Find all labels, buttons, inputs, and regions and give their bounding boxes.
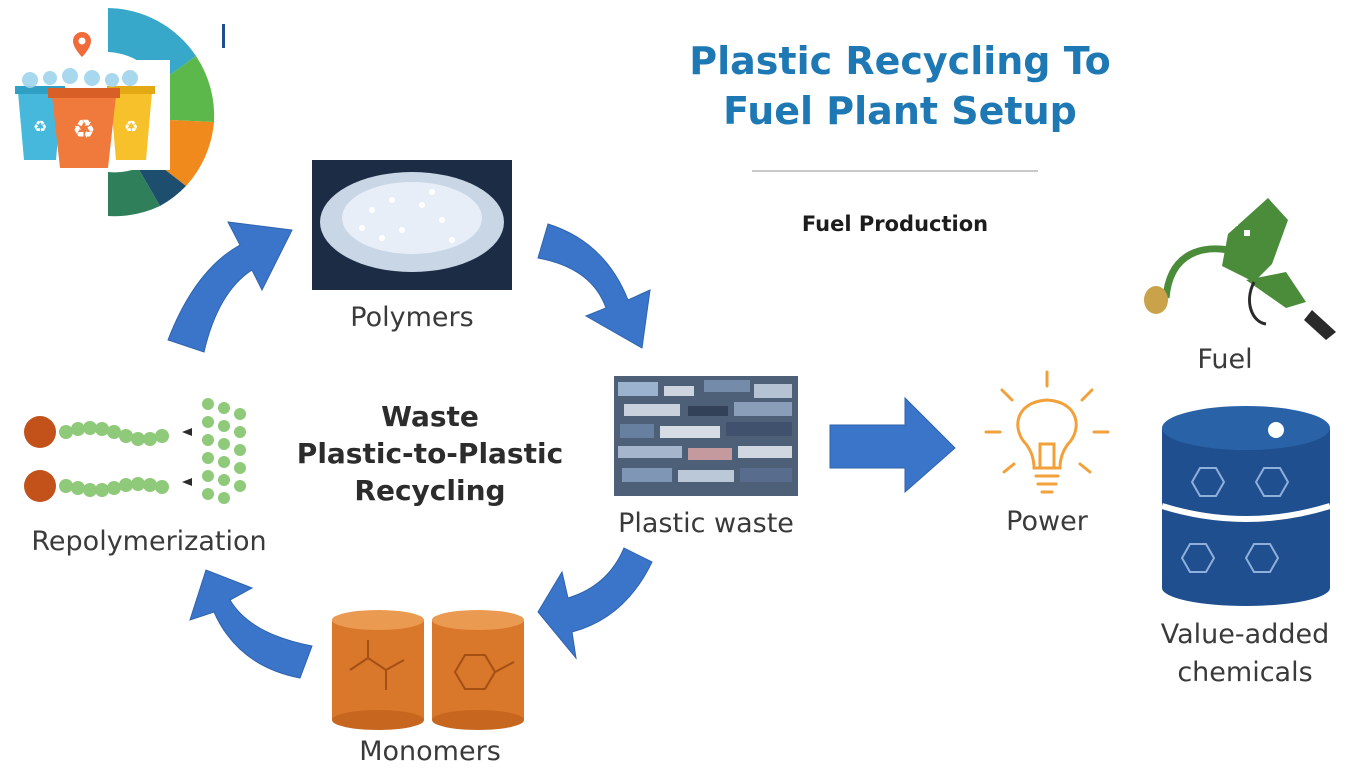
polymer-pellets-image-icon [312, 160, 512, 290]
subtitle: Fuel Production [801, 212, 989, 236]
chemical-database-icon [1161, 406, 1331, 606]
center-line-1: Waste [381, 400, 479, 433]
svg-text:♻: ♻ [72, 115, 95, 145]
label-value-added-chemicals: Value-added chemicals [1140, 616, 1350, 692]
label-power: Power [1006, 506, 1088, 537]
label-plastic-waste: Plastic waste [618, 508, 794, 539]
center-title: Waste Plastic-to-Plastic Recycling [270, 398, 590, 509]
center-line-2: Plastic-to-Plastic [296, 437, 564, 470]
svg-text:♻: ♻ [33, 117, 47, 136]
label-polymers: Polymers [350, 302, 474, 333]
fuel-nozzle-icon [1144, 198, 1336, 340]
arrow-monomers-to-repoly [189, 569, 313, 679]
monomer-barrels-icon [332, 610, 524, 730]
arrow-repoly-to-polymers [167, 221, 293, 353]
title-line-1: Plastic Recycling To [689, 39, 1111, 83]
title-divider [752, 170, 1038, 172]
arrow-polymers-to-waste [537, 223, 651, 349]
center-line-3: Recycling [354, 474, 506, 507]
chemicals-line-1: Value-added [1160, 619, 1330, 650]
plastic-waste-image-icon [614, 376, 798, 496]
label-monomers: Monomers [359, 736, 501, 767]
arrow-waste-to-fuel [829, 396, 956, 494]
title-line-2: Fuel Plant Setup [723, 89, 1077, 133]
chemicals-line-2: chemicals [1177, 657, 1313, 688]
page-title: Plastic Recycling To Fuel Plant Setup [640, 36, 1160, 136]
lightbulb-icon [984, 370, 1110, 494]
label-repolymerization: Repolymerization [31, 526, 267, 557]
svg-text:♻: ♻ [124, 117, 138, 136]
label-fuel: Fuel [1197, 344, 1253, 375]
arrow-waste-to-monomers [537, 547, 653, 660]
polymer-chain-icon [24, 398, 246, 504]
recycle-bins-logo-icon: ♻ ♻ ♻ [10, 8, 225, 217]
